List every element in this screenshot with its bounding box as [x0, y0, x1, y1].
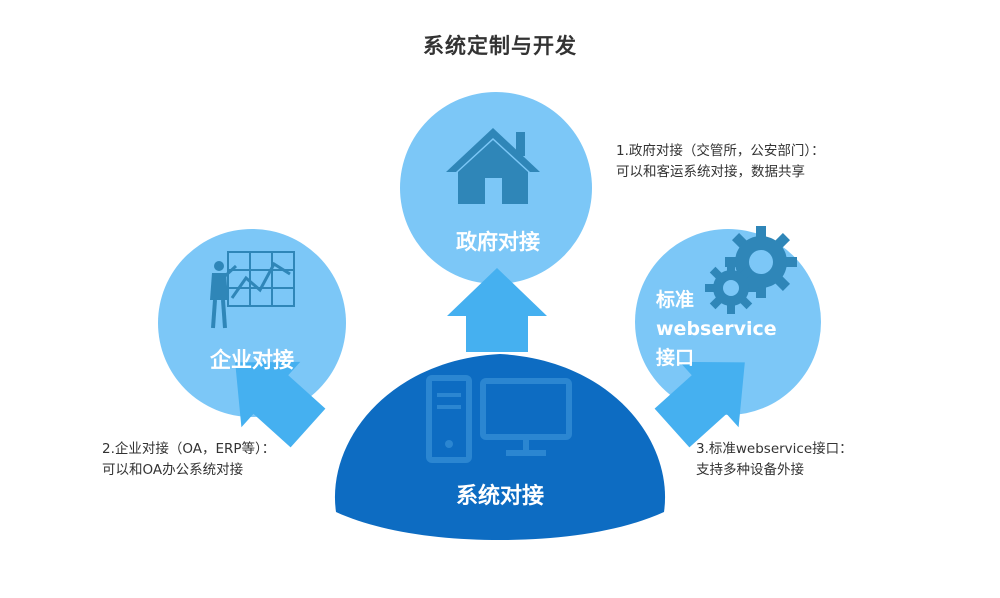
center-label: 系统对接: [455, 484, 544, 509]
enterprise-description: 2.企业对接（OA，ERP等）： 可以和OA办公系统对接: [102, 439, 275, 481]
gov-label: 政府对接: [456, 230, 540, 254]
webservice-desc-line1: 3.标准webservice接口：: [696, 441, 853, 457]
page-title: 系统定制与开发: [423, 34, 577, 58]
arrow-right-up: [654, 361, 745, 448]
enterprise-desc-line2: 可以和OA办公系统对接: [102, 462, 244, 478]
enterprise-label: 企业对接: [210, 348, 294, 372]
house-icon: [446, 128, 540, 204]
webservice-label: 标准 webservice 接口: [656, 286, 777, 373]
webservice-desc-line2: 支持多种设备外接: [696, 462, 804, 478]
arrow-left-up: [235, 361, 326, 448]
gov-desc-line2: 可以和客运系统对接，数据共享: [616, 164, 805, 180]
webservice-label-line2: webservice: [656, 318, 777, 340]
webservice-label-line1: 标准: [656, 289, 695, 311]
center-dome: [334, 354, 666, 540]
enterprise-circle: [158, 229, 346, 417]
webservice-label-line3: 接口: [656, 347, 695, 369]
arrow-up: [447, 268, 547, 352]
gov-description: 1.政府对接（交管所，公安部门）： 可以和客运系统对接，数据共享: [616, 141, 825, 183]
enterprise-desc-line1: 2.企业对接（OA，ERP等）：: [102, 441, 276, 457]
gov-desc-line1: 1.政府对接（交管所，公安部门）：: [616, 143, 825, 159]
webservice-description: 3.标准webservice接口： 支持多种设备外接: [696, 439, 853, 481]
gears-icon: [705, 226, 797, 314]
computer-icon: [426, 375, 572, 463]
presenter-chart-icon: [210, 251, 295, 329]
